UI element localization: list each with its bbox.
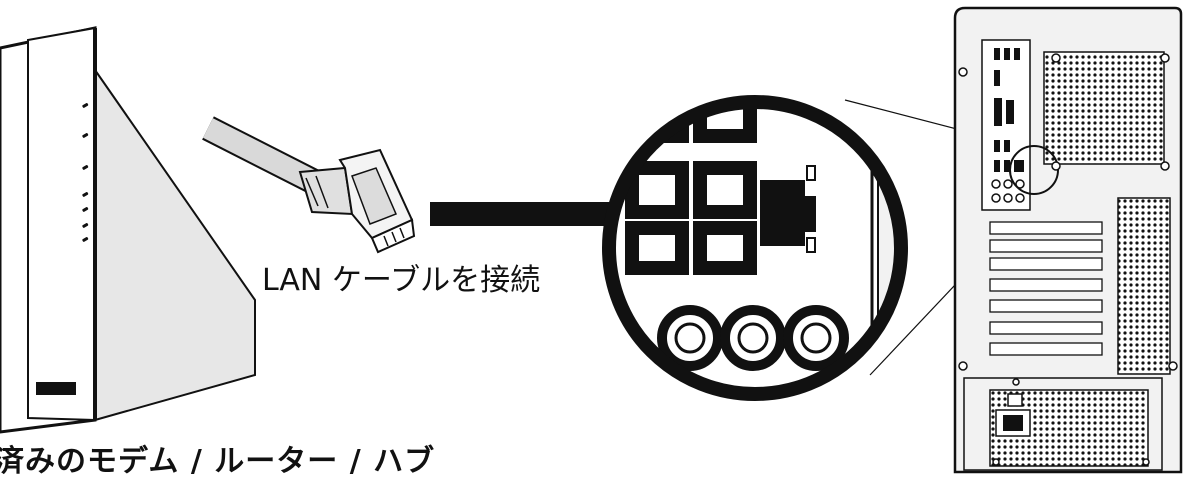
device-caption: 済みのモデム / ルーター / ハブ bbox=[0, 444, 436, 479]
lan-cable-icon bbox=[202, 116, 416, 254]
arrow-icon bbox=[430, 172, 740, 255]
ethernet-port-icon bbox=[602, 95, 908, 401]
pc-tower-icon bbox=[953, 6, 1183, 474]
router-icon bbox=[0, 26, 256, 434]
cable-caption: LAN ケーブルを接続 bbox=[262, 263, 541, 298]
